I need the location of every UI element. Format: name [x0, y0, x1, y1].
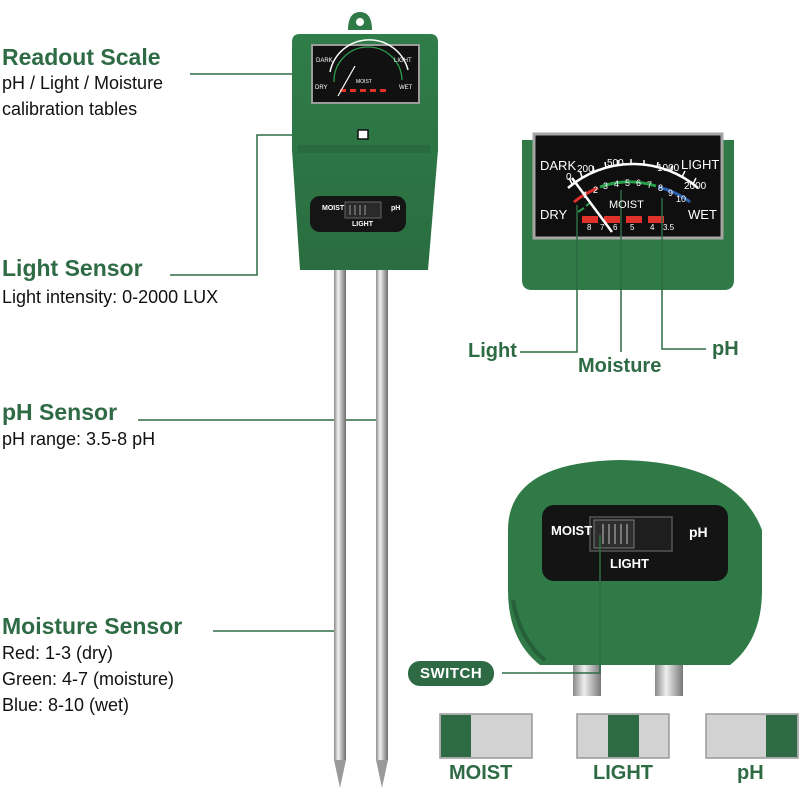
moisture-green-arc: [599, 180, 657, 189]
moist-tick-4: 4: [614, 179, 620, 189]
moist-tick-2: 2: [593, 185, 599, 195]
switch-leader: [502, 535, 601, 674]
dial-light-label: LIGHT: [681, 157, 720, 172]
small-dial-dry: DRY: [315, 85, 328, 91]
moist-tick-8: 8: [658, 183, 664, 193]
small-dial-wet: WET: [399, 85, 413, 91]
meter-body: [292, 12, 438, 270]
small-switch-ph: pH: [391, 205, 401, 212]
zoom-ph-leader: [661, 198, 706, 350]
light-scale-arc: [567, 162, 699, 189]
switch-callout-pill: SWITCH: [408, 661, 495, 686]
dial-needle: [570, 177, 614, 233]
moist-tick-10: 10: [676, 194, 687, 204]
ph-tick-3-5: 3.5: [663, 223, 675, 232]
ph-tick-4: 4: [650, 223, 655, 232]
zoom-light-leader: [520, 205, 578, 353]
ph-probe-tip: [376, 760, 388, 788]
moisture-probe-tip: [334, 760, 346, 788]
probe-rods: [334, 270, 388, 788]
zoomed-leader-lines: [520, 190, 706, 353]
moisture-sensor-desc-blue: Blue: 8-10 (wet): [2, 695, 130, 715]
moist-tick-5: 5: [625, 178, 631, 188]
small-dial-light: LIGHT: [394, 58, 412, 64]
small-switch-light: LIGHT: [352, 221, 373, 228]
mode-moist-label: MOIST: [449, 762, 513, 784]
ph-sensor-desc: pH range: 3.5-8 pH: [2, 429, 156, 449]
moist-tick-1: 1: [583, 190, 589, 200]
moist-tick-7: 7: [647, 180, 653, 190]
switch-light-label: LIGHT: [610, 556, 649, 571]
readout-scale-title: Readout Scale: [2, 44, 161, 70]
light-sensor-title: Light Sensor: [2, 255, 143, 281]
moisture-sensor-desc-green: Green: 4-7 (moisture): [2, 669, 175, 689]
small-switch-moist: MOIST: [322, 205, 345, 212]
mode-light-label: LIGHT: [593, 762, 653, 784]
dial-dry-label: DRY: [540, 207, 568, 222]
light-tick-0: 0: [566, 172, 572, 183]
hanging-hole: [356, 18, 364, 26]
dial-wet-label: WET: [688, 207, 717, 222]
light-tick-2000: 2000: [684, 181, 707, 192]
light-sensor-desc: Light intensity: 0-2000 LUX: [2, 287, 219, 307]
small-dial-dark: DARK: [316, 58, 333, 64]
switch-ph-label: pH: [689, 524, 708, 540]
mode-icons: [439, 713, 799, 759]
zoomed-meter: [522, 132, 734, 290]
light-tick-1000: 1000: [657, 163, 680, 174]
switch-moist-label: MOIST: [551, 523, 593, 538]
moisture-wet-arc: [657, 185, 691, 204]
zoom-light-label: Light: [468, 340, 517, 362]
ph-sensor-title: pH Sensor: [2, 399, 118, 425]
moist-tick-6: 6: [636, 178, 642, 188]
mode-ph-label: pH: [737, 762, 764, 784]
zoomed-switch: [508, 460, 762, 696]
moist-tick-9: 9: [668, 188, 674, 198]
light-sensor-window: [357, 129, 369, 140]
small-dial-moist: MOIST: [356, 79, 372, 85]
moisture-dry-arc: [573, 186, 599, 204]
ph-scale-blocks: [582, 216, 664, 223]
moisture-probe-rod: [334, 270, 346, 760]
dial-dark-label: DARK: [540, 158, 577, 173]
moisture-sensor-desc-red: Red: 1-3 (dry): [2, 643, 114, 663]
small-switch-slider: [344, 201, 382, 219]
ph-probe-rod: [376, 270, 388, 760]
ph-tick-6: 6: [613, 223, 618, 232]
readout-scale-desc-2: calibration tables: [2, 99, 138, 119]
light-tick-500: 500: [607, 158, 624, 169]
zoom-ph-label: pH: [712, 338, 739, 360]
zoom-moisture-label: Moisture: [578, 355, 662, 377]
dial-moist-label: MOIST: [609, 199, 644, 211]
ph-tick-7: 7: [600, 223, 605, 232]
switch-probe-left: [573, 660, 601, 696]
small-dial-window: [311, 44, 420, 104]
moist-tick-3: 3: [603, 181, 609, 191]
ph-tick-8: 8: [587, 223, 592, 232]
light-tick-200: 200: [577, 164, 594, 175]
readout-scale-desc-1: pH / Light / Moisture: [2, 73, 164, 93]
ph-tick-5: 5: [630, 223, 635, 232]
switch-probe-right: [655, 660, 683, 696]
moisture-sensor-title: Moisture Sensor: [2, 613, 183, 639]
